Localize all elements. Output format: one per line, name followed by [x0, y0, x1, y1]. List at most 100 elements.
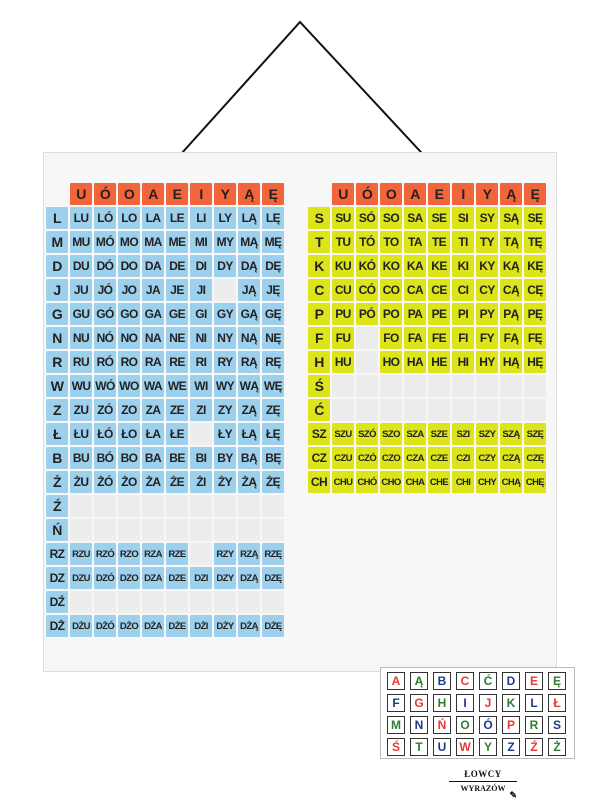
syllable-cell: FI: [452, 327, 474, 349]
syllable-cell: NĘ: [262, 327, 284, 349]
syllable-cell: CZY: [476, 447, 498, 469]
consonant-cell: Ć: [308, 399, 330, 421]
consonant-cell: Ń: [46, 519, 68, 541]
syllable-cell: TO: [380, 231, 402, 253]
syllable-cell: RZĄ: [238, 543, 260, 565]
syllable-cell: RI: [190, 351, 212, 373]
syllable-cell: RZÓ: [94, 543, 116, 565]
syllable-cell: BU: [70, 447, 92, 469]
syllable-cell: ŻO: [118, 471, 140, 493]
syllable-cell: SY: [476, 207, 498, 229]
syllable-cell: CHO: [380, 471, 402, 493]
alphabet-letter-card: Ó: [479, 716, 497, 734]
vowel-header-cell: A: [142, 183, 164, 205]
syllable-cell: SZO: [380, 423, 402, 445]
syllable-cell: FĘ: [524, 327, 546, 349]
vowel-header-cell: Y: [476, 183, 498, 205]
alphabet-letter-card: H: [433, 694, 451, 712]
syllable-cell: DZĄ: [238, 567, 260, 589]
syllable-cell: DĘ: [262, 255, 284, 277]
empty-cell: [214, 519, 236, 541]
empty-cell: [262, 495, 284, 517]
syllable-cell: ŁĄ: [238, 423, 260, 445]
vowel-header-cell: Ę: [262, 183, 284, 205]
syllable-cell: NA: [142, 327, 164, 349]
empty-cell: [332, 375, 354, 397]
empty-cell: [94, 591, 116, 613]
syllable-cell: PE: [428, 303, 450, 325]
syllable-cell: PI: [452, 303, 474, 325]
syllable-cell: GĘ: [262, 303, 284, 325]
syllable-cell: ZO: [118, 399, 140, 421]
empty-cell: [476, 399, 498, 421]
syllable-cell: CZO: [380, 447, 402, 469]
empty-cell: [94, 519, 116, 541]
syllable-cell: MÓ: [94, 231, 116, 253]
syllable-cell: MI: [190, 231, 212, 253]
syllable-cell: WĄ: [238, 375, 260, 397]
syllable-cell: NY: [214, 327, 236, 349]
syllable-cell: CU: [332, 279, 354, 301]
consonant-cell: B: [46, 447, 68, 469]
syllable-cell: GO: [118, 303, 140, 325]
empty-cell: [142, 591, 164, 613]
syllable-cell: ŁÓ: [94, 423, 116, 445]
alphabet-letter-card: Ą: [410, 672, 428, 690]
empty-cell: [238, 591, 260, 613]
syllable-cell: GI: [190, 303, 212, 325]
syllable-cell: WI: [190, 375, 212, 397]
empty-cell: [166, 495, 188, 517]
syllable-cell: NI: [190, 327, 212, 349]
consonant-cell: Ś: [308, 375, 330, 397]
syllable-cell: JĄ: [238, 279, 260, 301]
syllable-cell: RĘ: [262, 351, 284, 373]
syllable-cell: KĘ: [524, 255, 546, 277]
empty-cell: [94, 495, 116, 517]
syllable-cell: PĄ: [500, 303, 522, 325]
vowel-header-cell: Ó: [356, 183, 378, 205]
alphabet-letter-card: K: [502, 694, 520, 712]
alphabet-letter-card: L: [525, 694, 543, 712]
syllable-cell: GE: [166, 303, 188, 325]
syllable-cell: RZE: [166, 543, 188, 565]
empty-cell: [380, 399, 402, 421]
syllable-cell: ME: [166, 231, 188, 253]
consonant-cell: Z: [46, 399, 68, 421]
syllable-cell: HU: [332, 351, 354, 373]
syllable-cell: CA: [404, 279, 426, 301]
syllable-cell: DŻU: [70, 615, 92, 637]
syllable-cell: SĄ: [500, 207, 522, 229]
empty-cell: [238, 519, 260, 541]
syllable-cell: CZI: [452, 447, 474, 469]
empty-cell: [404, 399, 426, 421]
empty-cell: [190, 519, 212, 541]
syllable-cell: GĄ: [238, 303, 260, 325]
syllable-cell: ZY: [214, 399, 236, 421]
syllable-cell: TA: [404, 231, 426, 253]
alphabet-letter-card: N: [410, 716, 428, 734]
empty-cell: [476, 375, 498, 397]
syllable-cell: BI: [190, 447, 212, 469]
alphabet-letter-card: F: [387, 694, 405, 712]
syllable-cell: ŁĘ: [262, 423, 284, 445]
syllable-cell: DŻI: [190, 615, 212, 637]
vowel-header-cell: Ę: [524, 183, 546, 205]
syllable-cell: HY: [476, 351, 498, 373]
syllable-cell: BE: [166, 447, 188, 469]
empty-cell: [356, 399, 378, 421]
syllable-cell: KA: [404, 255, 426, 277]
consonant-cell: CH: [308, 471, 330, 493]
empty-cell: [524, 375, 546, 397]
pen-icon: ✎: [509, 790, 517, 800]
syllable-cell: DA: [142, 255, 164, 277]
empty-cell: [332, 399, 354, 421]
alphabet-letter-card: T: [410, 738, 428, 756]
consonant-cell: Ł: [46, 423, 68, 445]
syllable-cell: TĘ: [524, 231, 546, 253]
consonant-cell: RZ: [46, 543, 68, 565]
syllable-cell: ŻA: [142, 471, 164, 493]
vowel-header-cell: E: [166, 183, 188, 205]
syllable-cell: TÓ: [356, 231, 378, 253]
alphabet-letter-card: Ź: [525, 738, 543, 756]
